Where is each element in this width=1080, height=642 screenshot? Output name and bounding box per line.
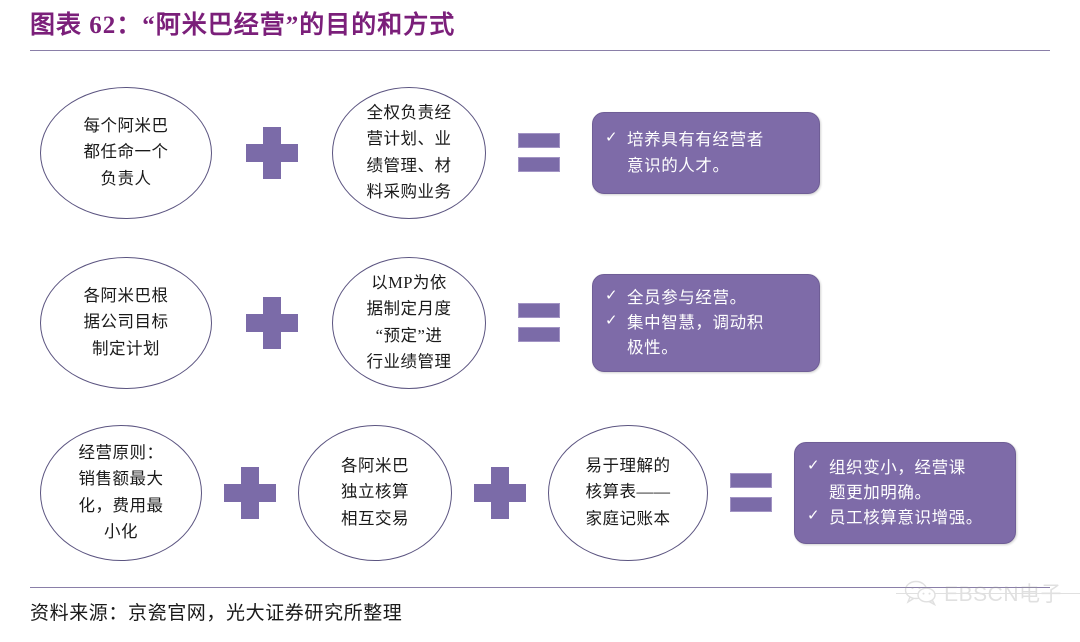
footer-divider: [30, 587, 1050, 588]
ellipse-label: 易于理解的 核算表—— 家庭记账本: [585, 456, 671, 528]
result-bullet: ✓ 集中智慧，调动积 极性。: [605, 310, 805, 360]
ellipse-node[interactable]: 各阿米巴根 据公司目标 制定计划: [40, 256, 212, 389]
ellipse-label: 以MP为依 据制定月度 “预定”进 行业绩管理: [366, 273, 452, 371]
ellipse-label: 各阿米巴 独立核算 相互交易: [341, 456, 409, 528]
result-box[interactable]: ✓ 组织变小，经营课 题更加明确。 ✓ 员工核算意识增强。: [794, 441, 1016, 544]
equals-bar-top: [518, 302, 560, 318]
watermark-label: EBSCN电子: [944, 583, 1062, 606]
wechat-icon: [904, 580, 938, 607]
ellipse-node[interactable]: 各阿米巴 独立核算 相互交易: [298, 424, 452, 561]
equals-operator-icon: [518, 131, 560, 175]
result-bullet-text: 员工核算意识增强。: [829, 508, 983, 528]
ellipse-node[interactable]: 易于理解的 核算表—— 家庭记账本: [548, 424, 708, 561]
ellipse-label: 全权负责经 营计划、业 绩管理、材 料采购业务: [366, 103, 452, 201]
ellipse-node[interactable]: 经营原则： 销售额最大 化，费用最 小化: [40, 424, 202, 561]
plus-bar-vertical: [263, 126, 281, 179]
ellipse-node[interactable]: 每个阿米巴 都任命一个 负责人: [40, 86, 212, 219]
plus-operator-icon: [246, 126, 298, 179]
watermark-strikethrough: [896, 593, 1080, 594]
result-box[interactable]: ✓ 全员参与经营。 ✓ 集中智慧，调动积 极性。: [592, 273, 820, 372]
plus-operator-icon: [246, 296, 298, 349]
check-icon: ✓: [807, 508, 821, 525]
plus-bar-vertical: [241, 466, 259, 519]
ellipse-label: 每个阿米巴 都任命一个 负责人: [83, 116, 169, 188]
equals-bar-bottom: [730, 496, 772, 512]
check-icon: ✓: [605, 287, 619, 304]
equals-operator-icon: [730, 471, 772, 515]
equals-operator-icon: [518, 301, 560, 345]
diagram-canvas: 每个阿米巴 都任命一个 负责人 全权负责经 营计划、业 绩管理、材 料采购业务 …: [0, 60, 1080, 575]
result-bullet: ✓ 组织变小，经营课 题更加明确。: [807, 455, 1001, 505]
diagram-row-3: 经营原则： 销售额最大 化，费用最 小化 各阿米巴 独立核算 相互交易 易于理解…: [0, 410, 1080, 575]
diagram-row-2: 各阿米巴根 据公司目标 制定计划 以MP为依 据制定月度 “预定”进 行业绩管理…: [0, 240, 1080, 405]
plus-operator-icon: [224, 466, 276, 519]
check-icon: ✓: [807, 457, 821, 474]
equals-bar-bottom: [518, 326, 560, 342]
equals-bar-top: [730, 472, 772, 488]
result-bullet: ✓ 员工核算意识增强。: [807, 505, 1001, 530]
page-title: 图表 62：“阿米巴经营”的目的和方式: [30, 10, 1050, 41]
title-divider: [30, 50, 1050, 51]
page-title-text: 图表 62：“阿米巴经营”的目的和方式: [30, 12, 456, 39]
plus-bar-vertical: [263, 296, 281, 349]
result-bullet-text: 组织变小，经营课 题更加明确。: [829, 457, 966, 502]
source-note: 资料来源：京瓷官网，光大证券研究所整理: [30, 603, 403, 624]
diagram-row-1: 每个阿米巴 都任命一个 负责人 全权负责经 营计划、业 绩管理、材 料采购业务 …: [0, 70, 1080, 235]
result-bullet-text: 培养具有有经营者 意识的人才。: [627, 130, 764, 175]
ellipse-label: 经营原则： 销售额最大 化，费用最 小化: [78, 443, 164, 541]
result-bullet-text: 全员参与经营。: [627, 287, 747, 307]
plus-bar-vertical: [491, 466, 509, 519]
check-icon: ✓: [605, 312, 619, 329]
equals-bar-bottom: [518, 156, 560, 172]
ellipse-node[interactable]: 以MP为依 据制定月度 “预定”进 行业绩管理: [332, 256, 486, 389]
equals-bar-top: [518, 132, 560, 148]
plus-operator-icon: [474, 466, 526, 519]
result-bullet: ✓ 全员参与经营。: [605, 285, 805, 310]
result-bullet: ✓ 培养具有有经营者 意识的人才。: [605, 127, 805, 177]
check-icon: ✓: [605, 130, 619, 147]
ellipse-node[interactable]: 全权负责经 营计划、业 绩管理、材 料采购业务: [332, 86, 486, 219]
watermark: EBSCN电子: [896, 578, 1080, 608]
result-box[interactable]: ✓ 培养具有有经营者 意识的人才。: [592, 111, 820, 194]
result-bullet-text: 集中智慧，调动积 极性。: [627, 312, 764, 358]
ellipse-label: 各阿米巴根 据公司目标 制定计划: [83, 286, 169, 358]
